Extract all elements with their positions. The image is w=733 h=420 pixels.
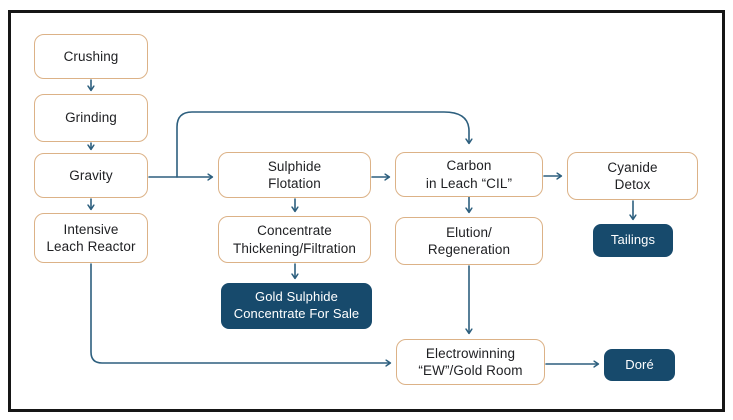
node-concentrate-label-line1: Concentrate xyxy=(257,223,332,239)
node-cil-label-line1: Carbon xyxy=(446,158,492,174)
node-cyanide-label-line1: Cyanide xyxy=(607,159,658,175)
node-ilr-label-line1: Intensive xyxy=(63,221,119,237)
node-crushing: Crushing xyxy=(34,34,148,79)
node-ew-label-line2: “EW”/Gold Room xyxy=(418,363,523,378)
node-ew-label-line1: Electrowinning xyxy=(425,345,516,361)
node-sulphide-label-line2: Flotation xyxy=(268,176,321,191)
node-concentrate-label-line2: Thickening/Filtration xyxy=(233,240,356,256)
node-gravity: Gravity xyxy=(34,153,148,198)
node-sulphide-label-line1: Sulphide xyxy=(267,158,322,174)
node-tailings-label: Tailings xyxy=(610,232,656,248)
node-crushing-label: Crushing xyxy=(63,48,119,64)
node-concentrate-thickening: Concentrate Thickening/Filtration xyxy=(218,216,371,263)
node-elution-label-line1: Elution/ xyxy=(446,224,492,240)
node-grinding: Grinding xyxy=(34,94,148,142)
node-intensive-leach-reactor: Intensive Leach Reactor xyxy=(34,213,148,263)
node-grinding-label: Grinding xyxy=(65,110,117,126)
node-elution-label-line2: Regeneration xyxy=(427,242,511,257)
node-elution-regeneration: Elution/ Regeneration xyxy=(395,217,543,265)
node-dore-label: Doré xyxy=(625,356,654,372)
node-gold-label-line1: Gold Sulphide xyxy=(255,289,338,305)
node-tailings: Tailings xyxy=(593,224,673,257)
node-cyanide-label-line2: Detox xyxy=(614,177,651,192)
node-cil-label-line2: in Leach “CIL” xyxy=(425,175,513,191)
node-carbon-in-leach: Carbon in Leach “CIL” xyxy=(395,152,543,197)
node-gold-label-line2: Concentrate For Sale xyxy=(233,306,360,321)
node-electrowinning: Electrowinning “EW”/Gold Room xyxy=(396,339,545,385)
node-cyanide-detox: Cyanide Detox xyxy=(567,152,698,200)
node-ilr-label-line2: Leach Reactor xyxy=(46,239,136,254)
node-sulphide-flotation: Sulphide Flotation xyxy=(218,152,371,198)
node-dore: Doré xyxy=(604,349,675,381)
node-gravity-label: Gravity xyxy=(69,167,113,183)
node-gold-sulphide-concentrate: Gold Sulphide Concentrate For Sale xyxy=(221,283,372,329)
